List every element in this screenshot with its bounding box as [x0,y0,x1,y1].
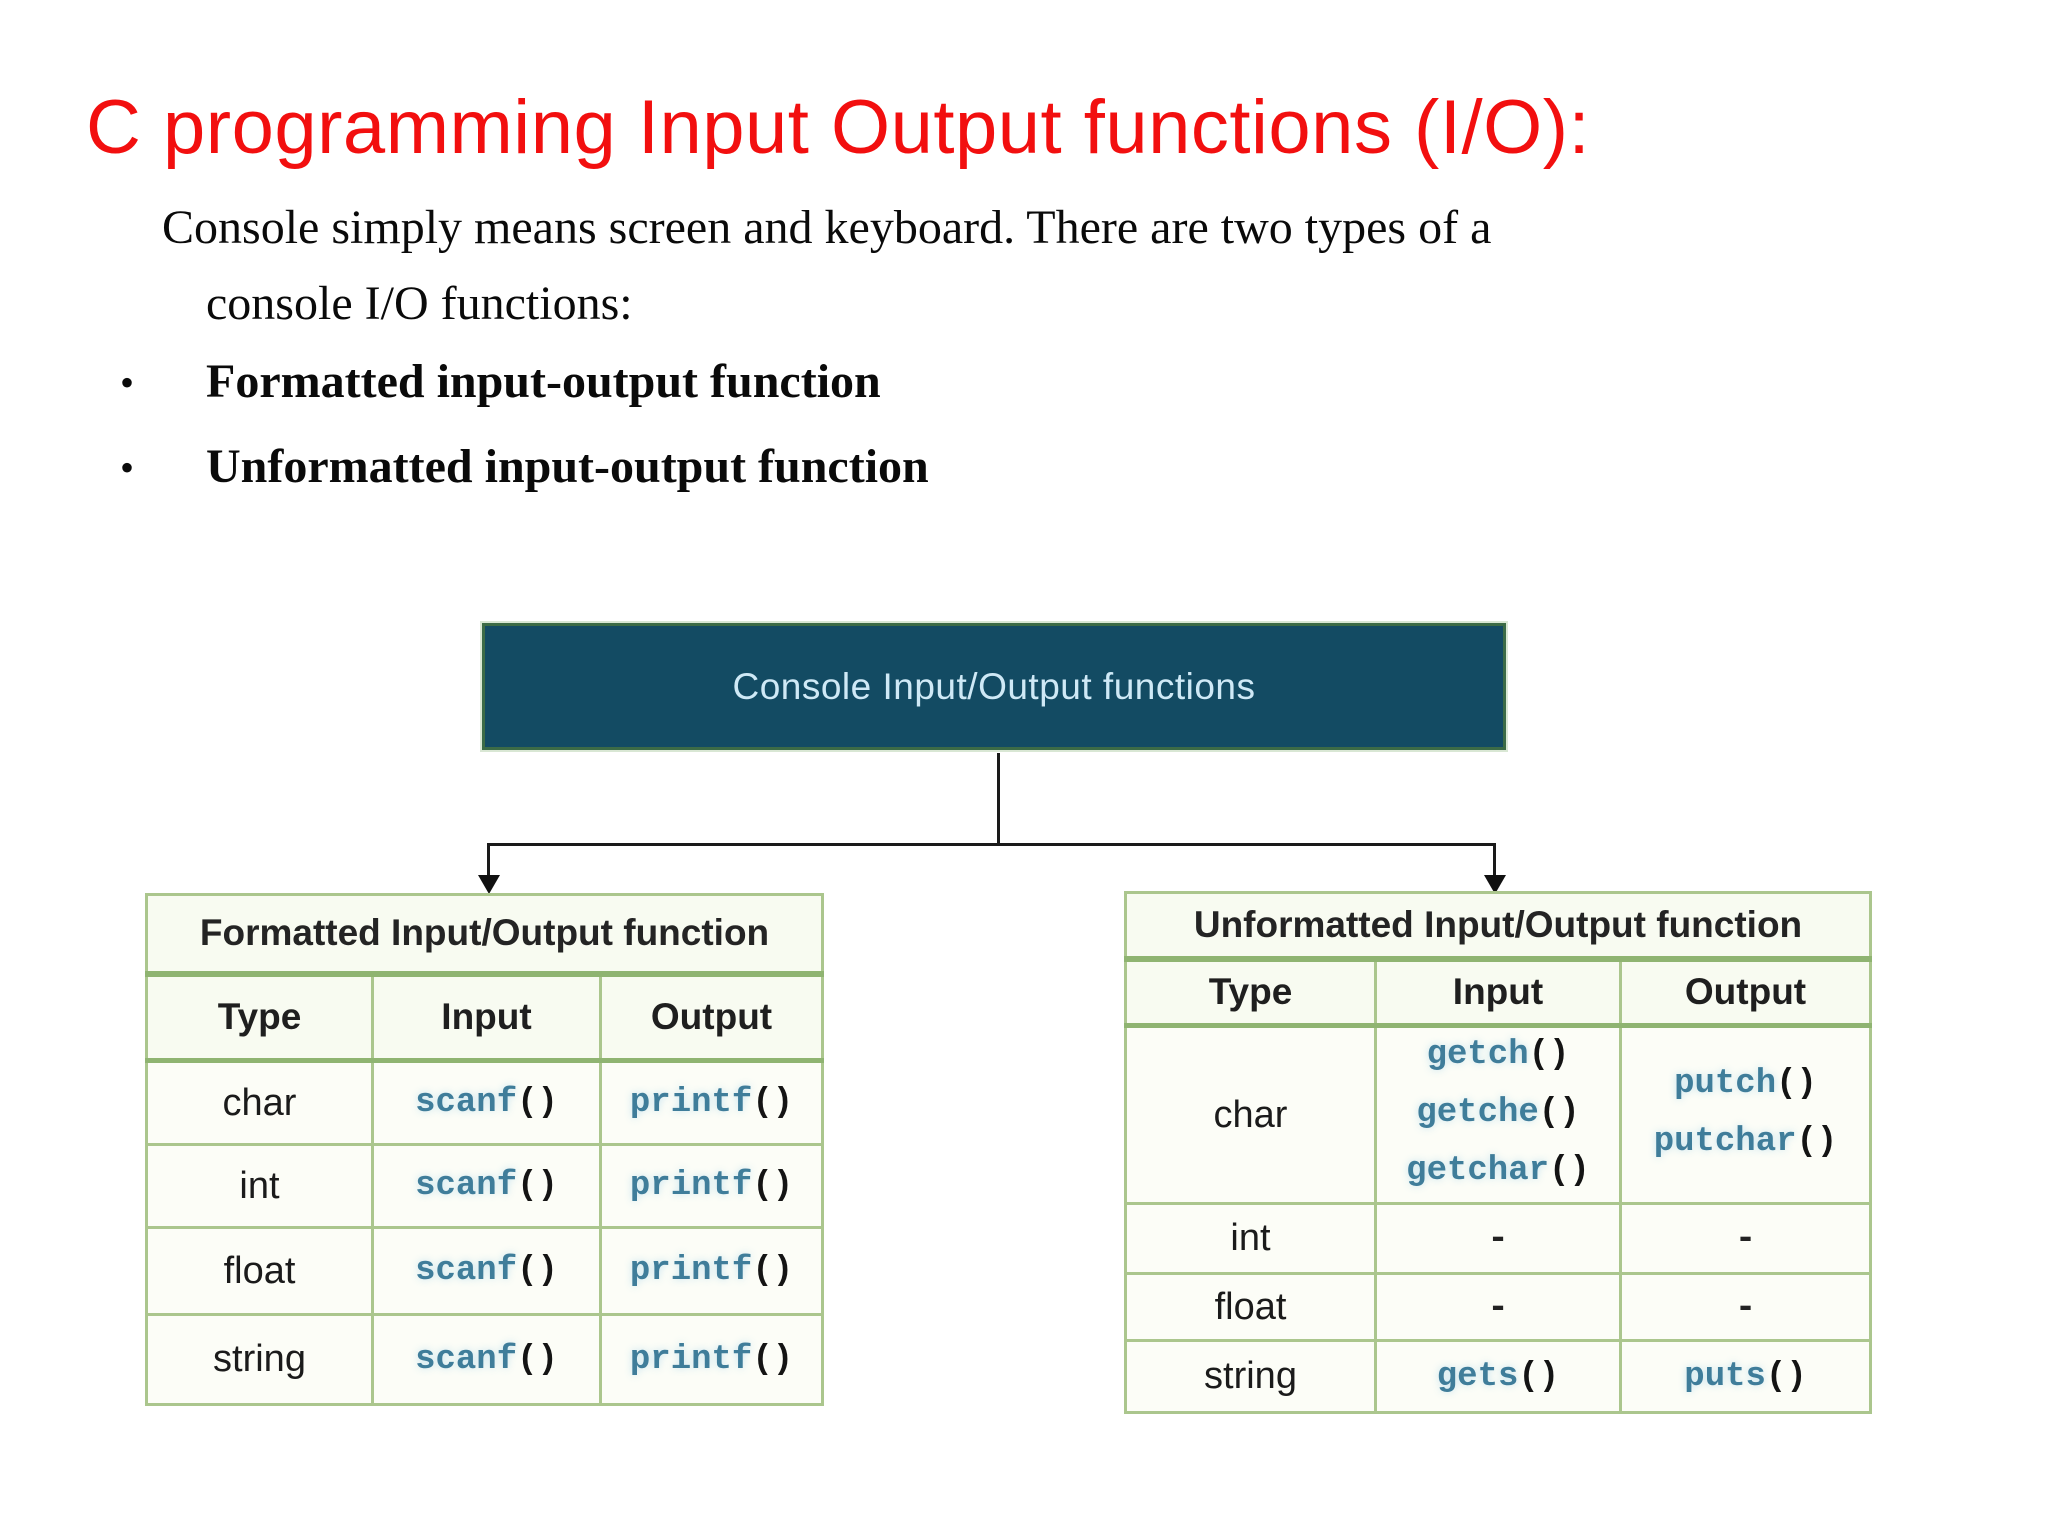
output-cell: printf() [598,1059,825,1146]
intro-line-2: console I/O functions: [206,277,633,330]
bullet-item-unformatted: • Unformatted input-output function [120,437,929,499]
function-name: puts [1684,1357,1766,1396]
type-cell: int [1124,1202,1377,1275]
column-header-input: Input [1374,957,1622,1028]
bullet-dot: • [120,360,135,405]
intro-line-1: Console simply means screen and keyboard… [162,201,1492,254]
diagram-root-node: Console Input/Output functions [482,623,1506,750]
dash-value: - [1734,1286,1757,1328]
paren: () [1549,1152,1590,1190]
function-name: getche [1416,1094,1539,1132]
dash-value: - [1734,1218,1757,1259]
paren: () [1776,1065,1817,1103]
function-name: scanf [415,1167,518,1205]
table-row: string gets() puts() [1124,1339,1873,1414]
function-name: gets [1436,1357,1519,1396]
column-header-type: Type [145,972,374,1063]
input-cell: gets() [1374,1339,1622,1414]
input-cell: - [1374,1202,1622,1275]
function-name: getchar [1406,1152,1549,1190]
input-cell: getch() getche() getchar() [1374,1024,1622,1205]
table-row: int scanf() printf() [145,1143,825,1229]
paren: () [517,1340,558,1379]
input-cell: scanf() [371,1226,602,1316]
type-cell: float [1124,1272,1377,1342]
connector-horizontal-line [487,843,1496,846]
column-header-output: Output [598,972,825,1063]
connector-right-drop-line [1493,843,1496,877]
paren: () [1796,1123,1838,1161]
bullet-text-formatted: Formatted input-output function [206,355,881,408]
paren: () [1538,1094,1580,1132]
table-row: int - - [1124,1202,1873,1275]
arrow-down-icon [478,875,500,894]
type-cell: string [1124,1339,1377,1414]
output-cell: putch() putchar() [1618,1024,1873,1205]
output-cell: printf() [598,1226,825,1316]
connector-stem-line [997,753,1000,845]
table-row: char getch() getche() getchar() putch() … [1124,1024,1873,1205]
paren: () [1528,1036,1570,1074]
bullet-item-formatted: • Formatted input-output function [120,352,881,414]
unformatted-io-table: Unformatted Input/Output function Type I… [1123,891,1873,1414]
function-name: printf [629,1167,753,1205]
table-row: char scanf() printf() [145,1059,825,1146]
paren: () [517,1084,558,1122]
table-title-unformatted: Unformatted Input/Output function [1123,891,1873,962]
column-header-output: Output [1618,957,1873,1028]
input-cell: - [1374,1272,1622,1342]
function-name: printf [629,1340,753,1379]
diagram-root-label: Console Input/Output functions [732,665,1256,707]
type-cell: int [145,1143,374,1229]
function-name: scanf [415,1252,518,1290]
function-name: printf [629,1084,753,1122]
paren: () [1765,1357,1807,1396]
output-cell: - [1618,1272,1873,1342]
output-cell: - [1618,1202,1873,1275]
function-name: scanf [415,1340,518,1379]
input-cell: scanf() [371,1143,602,1229]
bullet-dot: • [120,445,135,490]
output-cell: puts() [1618,1339,1873,1414]
column-header-type: Type [1124,957,1377,1028]
input-cell: scanf() [371,1313,602,1406]
type-cell: char [1124,1024,1377,1205]
connector-left-drop-line [487,843,490,877]
arrow-down-icon [1484,875,1506,894]
page-title: C programming Input Output functions (I/… [86,85,1591,170]
type-cell: char [145,1059,374,1146]
paren: () [517,1167,558,1205]
table-title-formatted: Formatted Input/Output function [144,893,825,977]
output-cell: printf() [598,1313,825,1406]
dash-value: - [1487,1286,1509,1328]
paren: () [752,1167,794,1205]
paren: () [752,1252,794,1290]
bullet-text-unformatted: Unformatted input-output function [206,440,929,493]
input-cell: scanf() [371,1059,602,1146]
paren: () [752,1084,794,1122]
dash-value: - [1487,1218,1509,1259]
paren: () [752,1340,794,1379]
type-cell: float [145,1226,374,1316]
column-header-input: Input [371,972,602,1063]
function-name: getch [1426,1036,1529,1074]
table-row: float - - [1124,1272,1873,1342]
paren: () [1518,1357,1560,1396]
paren: () [517,1252,558,1290]
function-name: putch [1674,1065,1777,1103]
type-cell: string [145,1313,374,1406]
output-cell: printf() [598,1143,825,1229]
formatted-io-table: Formatted Input/Output function Type Inp… [144,893,825,1406]
table-row: string scanf() printf() [145,1313,825,1406]
function-name: scanf [415,1084,518,1122]
function-name: printf [629,1252,753,1290]
function-name: putchar [1653,1123,1797,1161]
table-row: float scanf() printf() [145,1226,825,1316]
